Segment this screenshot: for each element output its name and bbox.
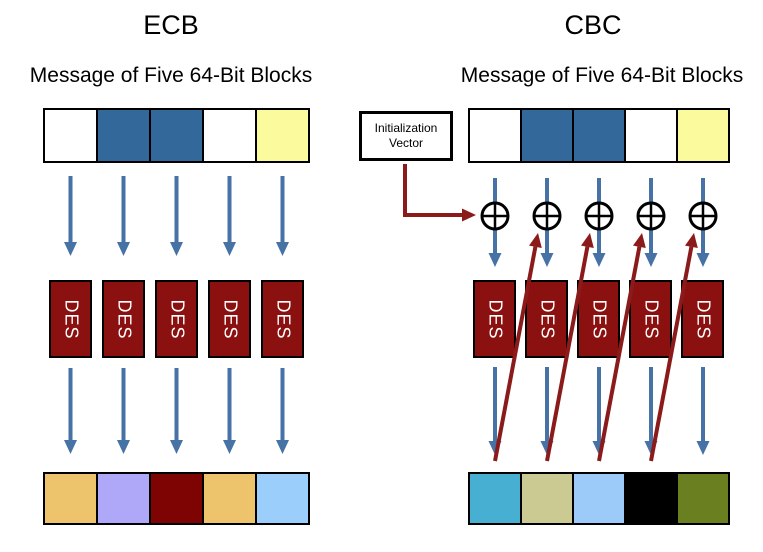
xor-circle-3	[584, 201, 614, 231]
xor-circle-5	[688, 201, 718, 231]
cbc-ciphertext-block	[572, 472, 626, 525]
ecb-ciphertext-block	[43, 472, 98, 525]
cbc-des-box-4: DES	[629, 280, 672, 358]
ecb-des-box-3: DES	[155, 280, 198, 358]
ecb-des-box-2: DES	[102, 280, 145, 358]
cbc-title: CBC	[564, 10, 622, 40]
des-label: DES	[693, 298, 714, 340]
cbc-plaintext-block	[468, 108, 522, 163]
ecb-des-box-5: DES	[261, 280, 304, 358]
xor-circle-2	[532, 201, 562, 231]
ecb-plaintext-block	[149, 108, 204, 163]
des-label: DES	[537, 298, 558, 340]
des-label: DES	[273, 298, 294, 340]
ecb-plaintext-block	[96, 108, 151, 163]
xor-circle-1	[480, 201, 510, 231]
cbc-input-arrows	[488, 178, 710, 267]
ecb-plaintext-block	[255, 108, 310, 163]
ecb-ciphertext-block	[202, 472, 257, 525]
ecb-output-arrows	[64, 368, 289, 454]
ecb-title: ECB	[143, 10, 199, 40]
cbc-message-label: Message of Five 64-Bit Blocks	[460, 64, 744, 87]
des-label: DES	[485, 298, 506, 340]
des-label: DES	[167, 298, 188, 340]
iv-arrow	[403, 164, 476, 222]
iv-label-line2: Vector	[388, 136, 424, 150]
des-label: DES	[61, 298, 82, 340]
cbc-ciphertext-block	[468, 472, 522, 525]
ecb-des-box-4: DES	[208, 280, 251, 358]
iv-label-line1: Initialization	[374, 121, 438, 135]
ecb-message-label: Message of Five 64-Bit Blocks	[29, 64, 313, 87]
des-label: DES	[220, 298, 241, 340]
cbc-des-box-5: DES	[681, 280, 724, 358]
cbc-plaintext-block	[520, 108, 574, 163]
cbc-input-row	[468, 108, 730, 163]
cbc-des-box-2: DES	[525, 280, 568, 358]
ecb-des-box-1: DES	[49, 280, 92, 358]
cbc-plaintext-block	[572, 108, 626, 163]
cbc-ciphertext-block	[520, 472, 574, 525]
cbc-output-row	[468, 472, 730, 525]
ecb-plaintext-block	[202, 108, 257, 163]
cbc-des-box-3: DES	[577, 280, 620, 358]
des-label: DES	[641, 298, 662, 340]
ecb-input-row	[43, 108, 310, 163]
des-label: DES	[589, 298, 610, 340]
cbc-des-box-1: DES	[473, 280, 516, 358]
ecb-plaintext-block	[43, 108, 98, 163]
ecb-ciphertext-block	[149, 472, 204, 525]
cbc-plaintext-block	[624, 108, 678, 163]
cbc-ciphertext-block	[624, 472, 678, 525]
cbc-plaintext-block	[676, 108, 730, 163]
initialization-vector-box: Initialization Vector	[359, 111, 453, 161]
des-label: DES	[114, 298, 135, 340]
xor-circle-4	[636, 201, 666, 231]
ecb-input-arrows	[64, 176, 289, 256]
xor-circles	[480, 201, 718, 231]
cbc-ciphertext-block	[676, 472, 730, 525]
cbc-output-arrows	[488, 367, 710, 455]
ecb-output-row	[43, 472, 310, 525]
ecb-ciphertext-block	[96, 472, 151, 525]
ecb-ciphertext-block	[255, 472, 310, 525]
